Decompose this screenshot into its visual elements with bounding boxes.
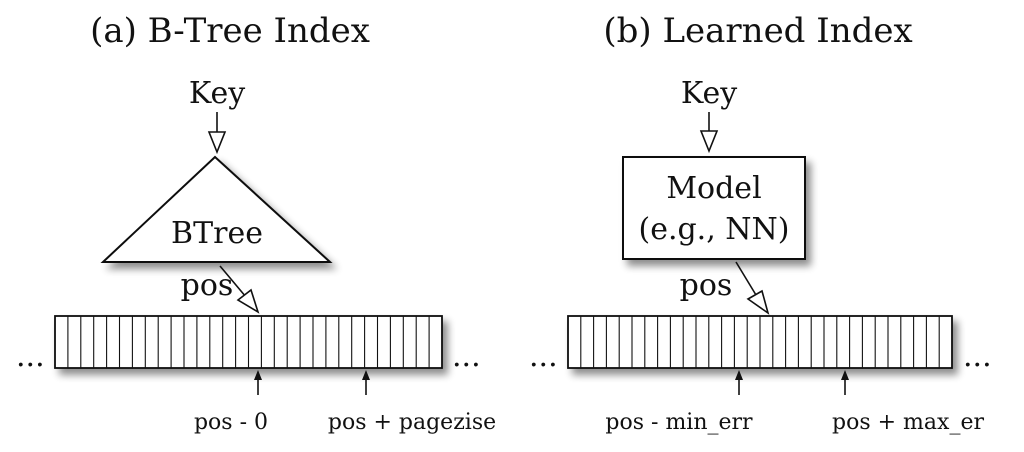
panel-b-learned: (b) Learned Index Key Model (e.g., NN) p…	[529, 11, 992, 435]
btree-label: BTree	[171, 216, 263, 251]
panel-b-marker-left-label: pos - min_err	[605, 410, 753, 435]
panel-a-marker-right-label: pos + pagezise	[328, 410, 496, 435]
panel-a-marker-left-label: pos - 0	[194, 410, 268, 435]
panel-b-data-array	[567, 315, 953, 369]
panel-a-ellipsis-right: ...	[452, 339, 481, 374]
panel-a-marker-right-arrow	[362, 370, 370, 395]
panel-b-pos-arrow	[735, 261, 770, 315]
btree-triangle	[100, 155, 333, 263]
model-label-line1: Model	[666, 171, 761, 206]
panel-a-marker-left-arrow	[254, 370, 262, 395]
panel-b-marker-right-arrow	[841, 370, 849, 395]
panel-a-key-arrow	[207, 112, 227, 155]
panel-b-ellipsis-left: ...	[529, 339, 558, 374]
panel-a-pos-arrow	[219, 265, 260, 314]
panel-b-marker-right-label: pos + max_er	[832, 410, 984, 435]
panel-b-ellipsis-right: ...	[963, 339, 992, 374]
panel-a-title: (a) B-Tree Index	[90, 11, 370, 51]
panel-b-marker-left-arrow	[735, 370, 743, 395]
panel-b-title: (b) Learned Index	[603, 11, 912, 51]
panel-b-key-label: Key	[681, 76, 737, 111]
model-box	[622, 156, 806, 260]
panel-a-ellipsis-left: ...	[16, 339, 45, 374]
panel-b-pos-label: pos	[680, 268, 733, 303]
panel-a-btree: (a) B-Tree Index Key BTree pos ... ...	[16, 11, 496, 435]
panel-a-key-label: Key	[189, 76, 245, 111]
panel-a-data-array	[54, 315, 443, 369]
panel-a-pos-label: pos	[181, 268, 234, 303]
panel-b-key-arrow	[699, 112, 719, 154]
model-label-line2: (e.g., NN)	[638, 212, 789, 247]
